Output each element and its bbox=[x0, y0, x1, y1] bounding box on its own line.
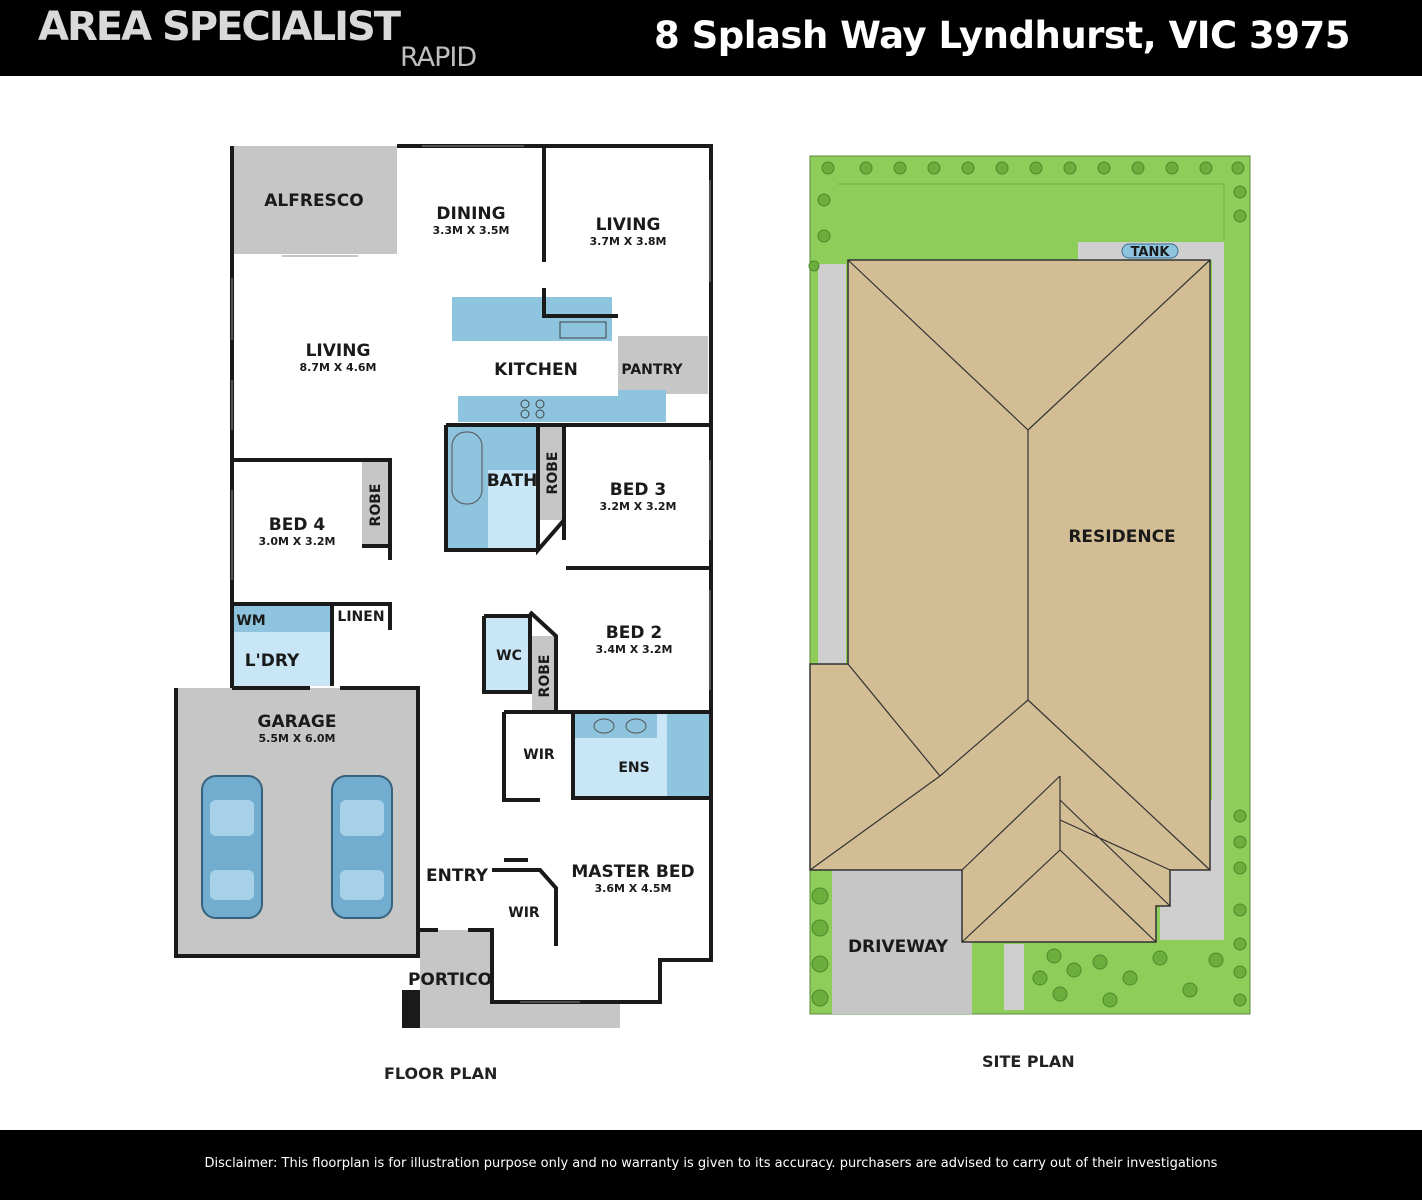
room-bed4-size: 3.0M X 3.2M bbox=[258, 535, 335, 548]
sink-icon bbox=[559, 321, 607, 339]
room-bed2-size: 3.4M X 3.2M bbox=[595, 643, 672, 656]
robe-bed3-fill bbox=[540, 425, 564, 520]
site-plan: RESIDENCE DRIVEWAY TANK bbox=[808, 155, 1251, 1015]
site-driveway: DRIVEWAY bbox=[848, 937, 949, 957]
room-bath: BATH bbox=[487, 471, 538, 491]
room-garage-size: 5.5M X 6.0M bbox=[258, 732, 335, 745]
kitchen-bench-top bbox=[452, 297, 612, 341]
car-left-icon bbox=[201, 775, 263, 919]
room-alfresco: ALFRESCO bbox=[264, 191, 363, 211]
floor-plan-walls bbox=[174, 144, 713, 1004]
room-master: MASTER BED bbox=[571, 862, 694, 882]
room-portico: PORTICO bbox=[408, 970, 492, 990]
robe-bed2-fill bbox=[532, 636, 556, 712]
wc-fill bbox=[484, 616, 530, 692]
room-bed2: BED 2 bbox=[606, 623, 662, 643]
room-living-top-size: 3.7M X 3.8M bbox=[589, 235, 666, 248]
car-right-icon bbox=[331, 775, 393, 919]
room-wm: WM bbox=[236, 613, 265, 629]
room-dining-size: 3.3M X 3.5M bbox=[432, 224, 509, 237]
portico-pillar bbox=[402, 990, 420, 1028]
room-entry: ENTRY bbox=[426, 866, 489, 886]
footer-bar: Disclaimer: This floorplan is for illust… bbox=[0, 1130, 1422, 1200]
room-pantry: PANTRY bbox=[621, 362, 683, 378]
brand-logo: AREA SPECIALIST bbox=[38, 4, 401, 50]
room-wc: WC bbox=[496, 648, 522, 664]
site-tank: TANK bbox=[1131, 245, 1171, 260]
fridge-fill bbox=[618, 390, 666, 422]
property-address: 8 Splash Way Lyndhurst, VIC 3975 bbox=[654, 14, 1350, 57]
pantry-shelf bbox=[618, 318, 708, 336]
header-bar: AREA SPECIALIST RAPID 8 Splash Way Lyndh… bbox=[0, 0, 1422, 76]
site-residence: RESIDENCE bbox=[1068, 527, 1175, 547]
driveway-fill bbox=[832, 870, 972, 1014]
room-garage: GARAGE bbox=[258, 712, 337, 732]
room-master-size: 3.6M X 4.5M bbox=[594, 882, 671, 895]
room-living-main: LIVING bbox=[306, 341, 371, 361]
room-wir-top: WIR bbox=[523, 747, 555, 763]
floor-plan-caption: FLOOR PLAN bbox=[384, 1064, 498, 1083]
disclaimer-text: Disclaimer: This floorplan is for illust… bbox=[204, 1156, 1218, 1171]
side-path bbox=[818, 264, 846, 664]
shrubs bbox=[808, 161, 1247, 1008]
residence-roof bbox=[809, 259, 1211, 943]
portico-step-fill bbox=[420, 1002, 620, 1028]
room-robe-bed2: ROBE bbox=[537, 655, 553, 698]
room-laundry: L'DRY bbox=[245, 651, 300, 671]
room-robe-bed3: ROBE bbox=[545, 452, 561, 495]
room-linen: LINEN bbox=[337, 609, 384, 625]
room-kitchen: KITCHEN bbox=[494, 360, 578, 380]
room-living-top: LIVING bbox=[596, 215, 661, 235]
cooktop-icon bbox=[520, 399, 530, 409]
tank-icon bbox=[1121, 243, 1179, 259]
room-wir-master: WIR bbox=[508, 905, 540, 921]
alfresco-fill bbox=[232, 146, 397, 254]
site-plan-caption: SITE PLAN bbox=[982, 1052, 1075, 1071]
room-robe-bed4: ROBE bbox=[368, 484, 384, 527]
room-bed4: BED 4 bbox=[269, 515, 326, 535]
robe-bed4-fill bbox=[362, 462, 388, 546]
room-bed3-size: 3.2M X 3.2M bbox=[599, 500, 676, 513]
brand-sub: RAPID bbox=[400, 42, 477, 73]
bathtub-icon bbox=[451, 431, 483, 505]
room-ens: ENS bbox=[618, 760, 649, 776]
room-bed3: BED 3 bbox=[610, 480, 666, 500]
room-living-main-size: 8.7M X 4.6M bbox=[299, 361, 376, 374]
room-dining: DINING bbox=[436, 204, 505, 224]
